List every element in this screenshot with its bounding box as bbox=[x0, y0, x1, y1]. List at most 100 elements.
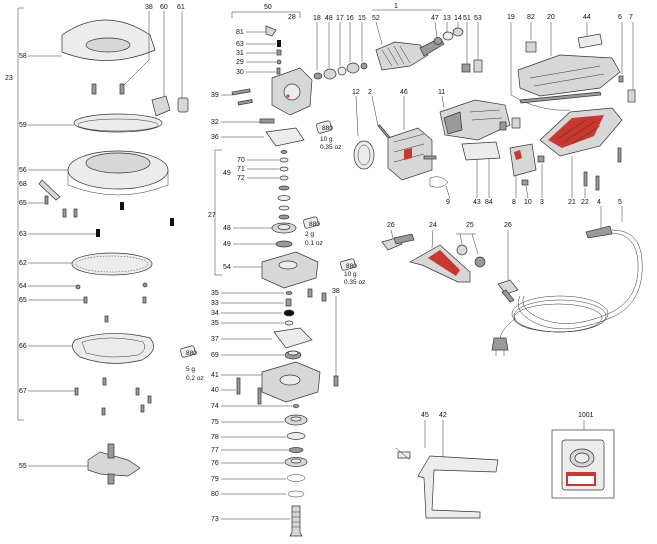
clamping-band bbox=[73, 113, 163, 133]
callout-78: 78 bbox=[211, 434, 219, 441]
screw bbox=[135, 387, 140, 396]
callout-73: 73 bbox=[211, 516, 219, 523]
screw bbox=[104, 315, 109, 323]
callout-28: 28 bbox=[288, 14, 296, 21]
spindle-lock bbox=[265, 25, 277, 37]
grease-weight: 5 g bbox=[186, 366, 195, 373]
grease-oz: 0.1 oz bbox=[305, 240, 323, 247]
callout-10: 10 bbox=[524, 199, 532, 206]
callout-23: 23 bbox=[5, 75, 13, 82]
callout-41: 41 bbox=[211, 372, 219, 379]
bearing-housing bbox=[261, 251, 319, 289]
callout-71: 71 bbox=[237, 166, 245, 173]
screw bbox=[119, 83, 125, 95]
callout-29: 29 bbox=[236, 59, 244, 66]
callout-65: 65 bbox=[19, 200, 27, 207]
callout-79: 79 bbox=[211, 476, 219, 483]
callout-45: 45 bbox=[421, 412, 429, 419]
grease-weight: 10 g bbox=[344, 271, 357, 278]
armature bbox=[375, 41, 429, 71]
hood-latch bbox=[177, 97, 189, 113]
callout-1001: 1001 bbox=[578, 412, 594, 419]
callout-6: 6 bbox=[618, 14, 622, 21]
screw bbox=[74, 387, 79, 396]
callout-8: 8 bbox=[512, 199, 516, 206]
callout-63b: 63 bbox=[236, 41, 244, 48]
callout-27: 27 bbox=[208, 212, 216, 219]
grease-oz: 0.35 oz bbox=[344, 279, 365, 286]
callout-7: 7 bbox=[629, 14, 633, 21]
screw bbox=[140, 404, 145, 413]
callout-42: 42 bbox=[439, 412, 447, 419]
grease-code: 880 bbox=[186, 350, 197, 357]
callout-53: 53 bbox=[474, 15, 482, 22]
callout-16: 16 bbox=[346, 15, 354, 22]
brush-bristle bbox=[120, 202, 124, 210]
fan-ring bbox=[353, 140, 375, 170]
grease-tube bbox=[316, 120, 333, 134]
callout-12: 12 bbox=[352, 89, 360, 96]
callout-77: 77 bbox=[211, 447, 219, 454]
insulation-sheet bbox=[461, 141, 501, 161]
screw bbox=[44, 195, 49, 205]
callout-25: 25 bbox=[466, 222, 474, 229]
callout-51: 51 bbox=[463, 15, 471, 22]
callout-58: 58 bbox=[19, 53, 27, 60]
callout-19: 19 bbox=[507, 14, 515, 21]
callout-52: 52 bbox=[372, 15, 380, 22]
callout-13: 13 bbox=[443, 15, 451, 22]
hood-base-inner bbox=[85, 152, 151, 174]
callout-44: 44 bbox=[583, 14, 591, 21]
screw bbox=[101, 407, 106, 416]
button bbox=[525, 41, 537, 53]
grease-tube bbox=[180, 345, 196, 358]
callout-64: 64 bbox=[19, 283, 27, 290]
callout-61: 61 bbox=[177, 4, 185, 11]
callout-38b: 38 bbox=[332, 288, 340, 295]
mounting-bracket bbox=[417, 455, 499, 519]
callout-3: 3 bbox=[540, 199, 544, 206]
screw bbox=[73, 208, 78, 218]
switch bbox=[509, 143, 537, 177]
callout-49a: 49 bbox=[223, 170, 231, 177]
right-group: 19 82 20 44 6 7 8 10 3 bbox=[491, 14, 643, 356]
left-group: 23 58 38 60 61 59 56 68 65 bbox=[5, 4, 189, 485]
brush-bristle bbox=[170, 218, 174, 226]
callout-59: 59 bbox=[19, 122, 27, 129]
accessory-group: 45 42 1001 bbox=[395, 412, 615, 519]
callout-20: 20 bbox=[547, 14, 555, 21]
callout-35b: 35 bbox=[211, 320, 219, 327]
cable-guard bbox=[585, 225, 613, 239]
callout-80: 80 bbox=[211, 491, 219, 498]
callout-67: 67 bbox=[19, 388, 27, 395]
callout-14: 14 bbox=[454, 15, 462, 22]
callout-21: 21 bbox=[568, 199, 576, 206]
screw bbox=[91, 83, 97, 95]
screw bbox=[83, 296, 88, 304]
grease-oz: 0.35 oz bbox=[320, 144, 341, 151]
callout-24: 24 bbox=[429, 222, 437, 229]
handle-group: 26 24 25 26 bbox=[381, 222, 519, 303]
screw bbox=[142, 282, 148, 288]
callout-2: 2 bbox=[368, 89, 372, 96]
callout-69: 69 bbox=[211, 352, 219, 359]
callout-72: 72 bbox=[237, 175, 245, 182]
middle-group: 50 28 81 63 31 29 30 39 32 880 10 g bbox=[180, 4, 365, 537]
callout-38: 38 bbox=[145, 4, 153, 11]
callout-9: 9 bbox=[446, 199, 450, 206]
callout-65b: 65 bbox=[19, 297, 27, 304]
callout-55: 55 bbox=[19, 463, 27, 470]
callout-11: 11 bbox=[438, 89, 445, 96]
callout-32: 32 bbox=[211, 119, 219, 126]
grease-code: 880 bbox=[346, 263, 357, 270]
callout-81: 81 bbox=[236, 29, 244, 36]
callout-18: 18 bbox=[313, 15, 321, 22]
plug bbox=[491, 337, 509, 351]
callout-75: 75 bbox=[211, 419, 219, 426]
grease-weight: 2 g bbox=[305, 231, 314, 238]
callout-26a: 26 bbox=[387, 222, 395, 229]
top-cover bbox=[517, 54, 621, 97]
callout-5: 5 bbox=[618, 199, 622, 206]
hood-center-ring bbox=[85, 37, 131, 53]
